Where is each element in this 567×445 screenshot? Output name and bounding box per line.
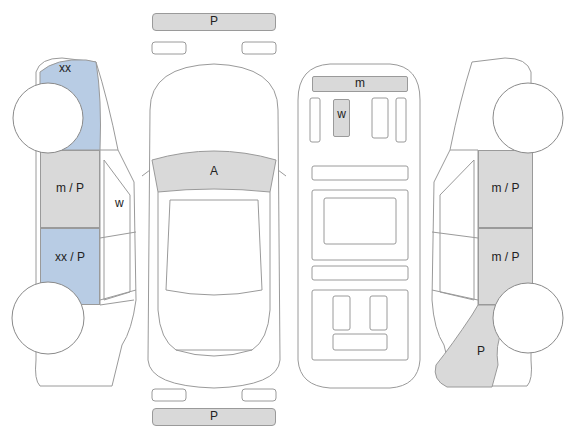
damage-code: m / P (491, 251, 519, 264)
damage-panel: A (152, 146, 276, 192)
damage-panel: m / P (40, 150, 100, 228)
damage-code: m (355, 77, 365, 90)
damage-code: A (210, 165, 218, 178)
damage-code: P (477, 345, 485, 358)
damage-panel: m (312, 76, 408, 92)
wheel (493, 83, 563, 153)
damage-panel: P (152, 13, 276, 31)
damage-panel: w (333, 99, 350, 137)
damage-code: xx / P (55, 251, 85, 264)
wheel (13, 83, 83, 153)
damage-code: w (337, 108, 346, 121)
damage-panel: P (152, 408, 276, 426)
damage-code: xx (59, 62, 71, 75)
damage-code: P (210, 15, 218, 28)
damage-code: P (210, 410, 218, 423)
damage-code: m / P (56, 182, 84, 195)
damage-panel: m / P (478, 150, 533, 228)
wheel (493, 283, 563, 353)
damage-code: m / P (491, 182, 519, 195)
wheel (12, 282, 84, 354)
damage-code: w (115, 196, 124, 210)
